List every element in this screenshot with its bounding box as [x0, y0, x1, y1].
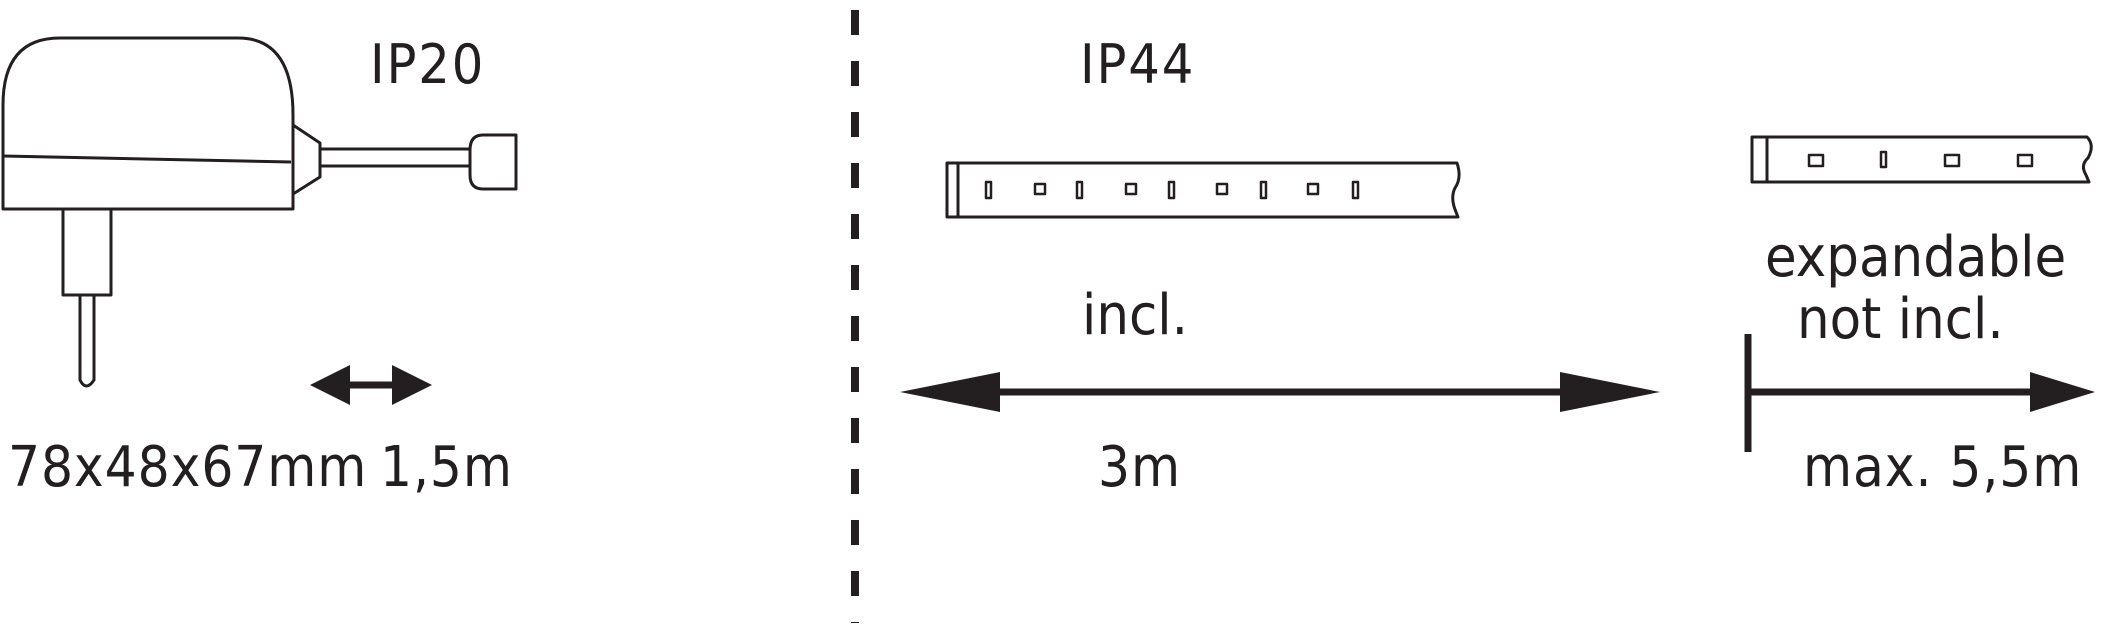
- led-strip-icon: [945, 161, 1461, 219]
- power-adapter-icon: [1, 36, 518, 388]
- cable-length-label: 1,5m: [380, 435, 513, 500]
- strip-length-arrow-icon: [900, 372, 1660, 412]
- adapter-dimensions-label: 78x48x67mm: [8, 435, 368, 500]
- expandable-label: expandable: [1765, 225, 2067, 290]
- strip-length-label: 3m: [1098, 435, 1181, 500]
- max-length-arrow-icon: [1744, 334, 2095, 452]
- not-included-label: not incl.: [1797, 287, 2004, 352]
- included-label: incl.: [1082, 283, 1188, 348]
- cable-length-arrow-icon: [310, 365, 432, 405]
- ip20-rating-label: IP20: [370, 33, 486, 96]
- max-length-label: max. 5,5m: [1803, 435, 2083, 500]
- ip44-rating-label: IP44: [1080, 33, 1196, 96]
- led-strip-extension-icon: [1750, 135, 2093, 184]
